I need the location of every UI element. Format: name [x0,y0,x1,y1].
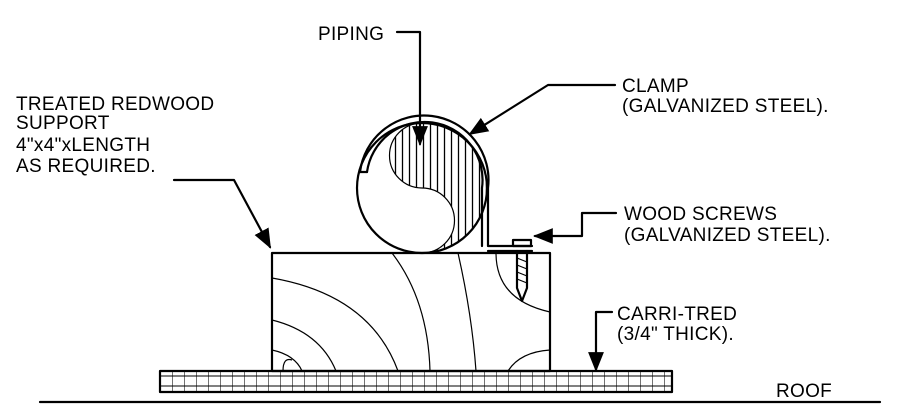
support-label: TREATED REDWOOD SUPPORT 4"x4"xLENGTH AS … [16,94,220,177]
piping-label: PIPING [318,24,384,45]
roof-label: ROOF [776,381,832,402]
wood-screw [511,238,533,303]
leader-lines [172,30,618,372]
wood-screws-label: WOOD SCREWS (GALVANIZED STEEL). [624,204,831,246]
carri-tred-label: CARRI-TRED (3/4" THICK). [617,304,743,345]
clamp-label: CLAMP (GALVANIZED STEEL). [622,76,829,117]
redwood-support-block [270,251,552,373]
clamp [358,114,534,253]
carri-tred-mat [158,369,674,394]
